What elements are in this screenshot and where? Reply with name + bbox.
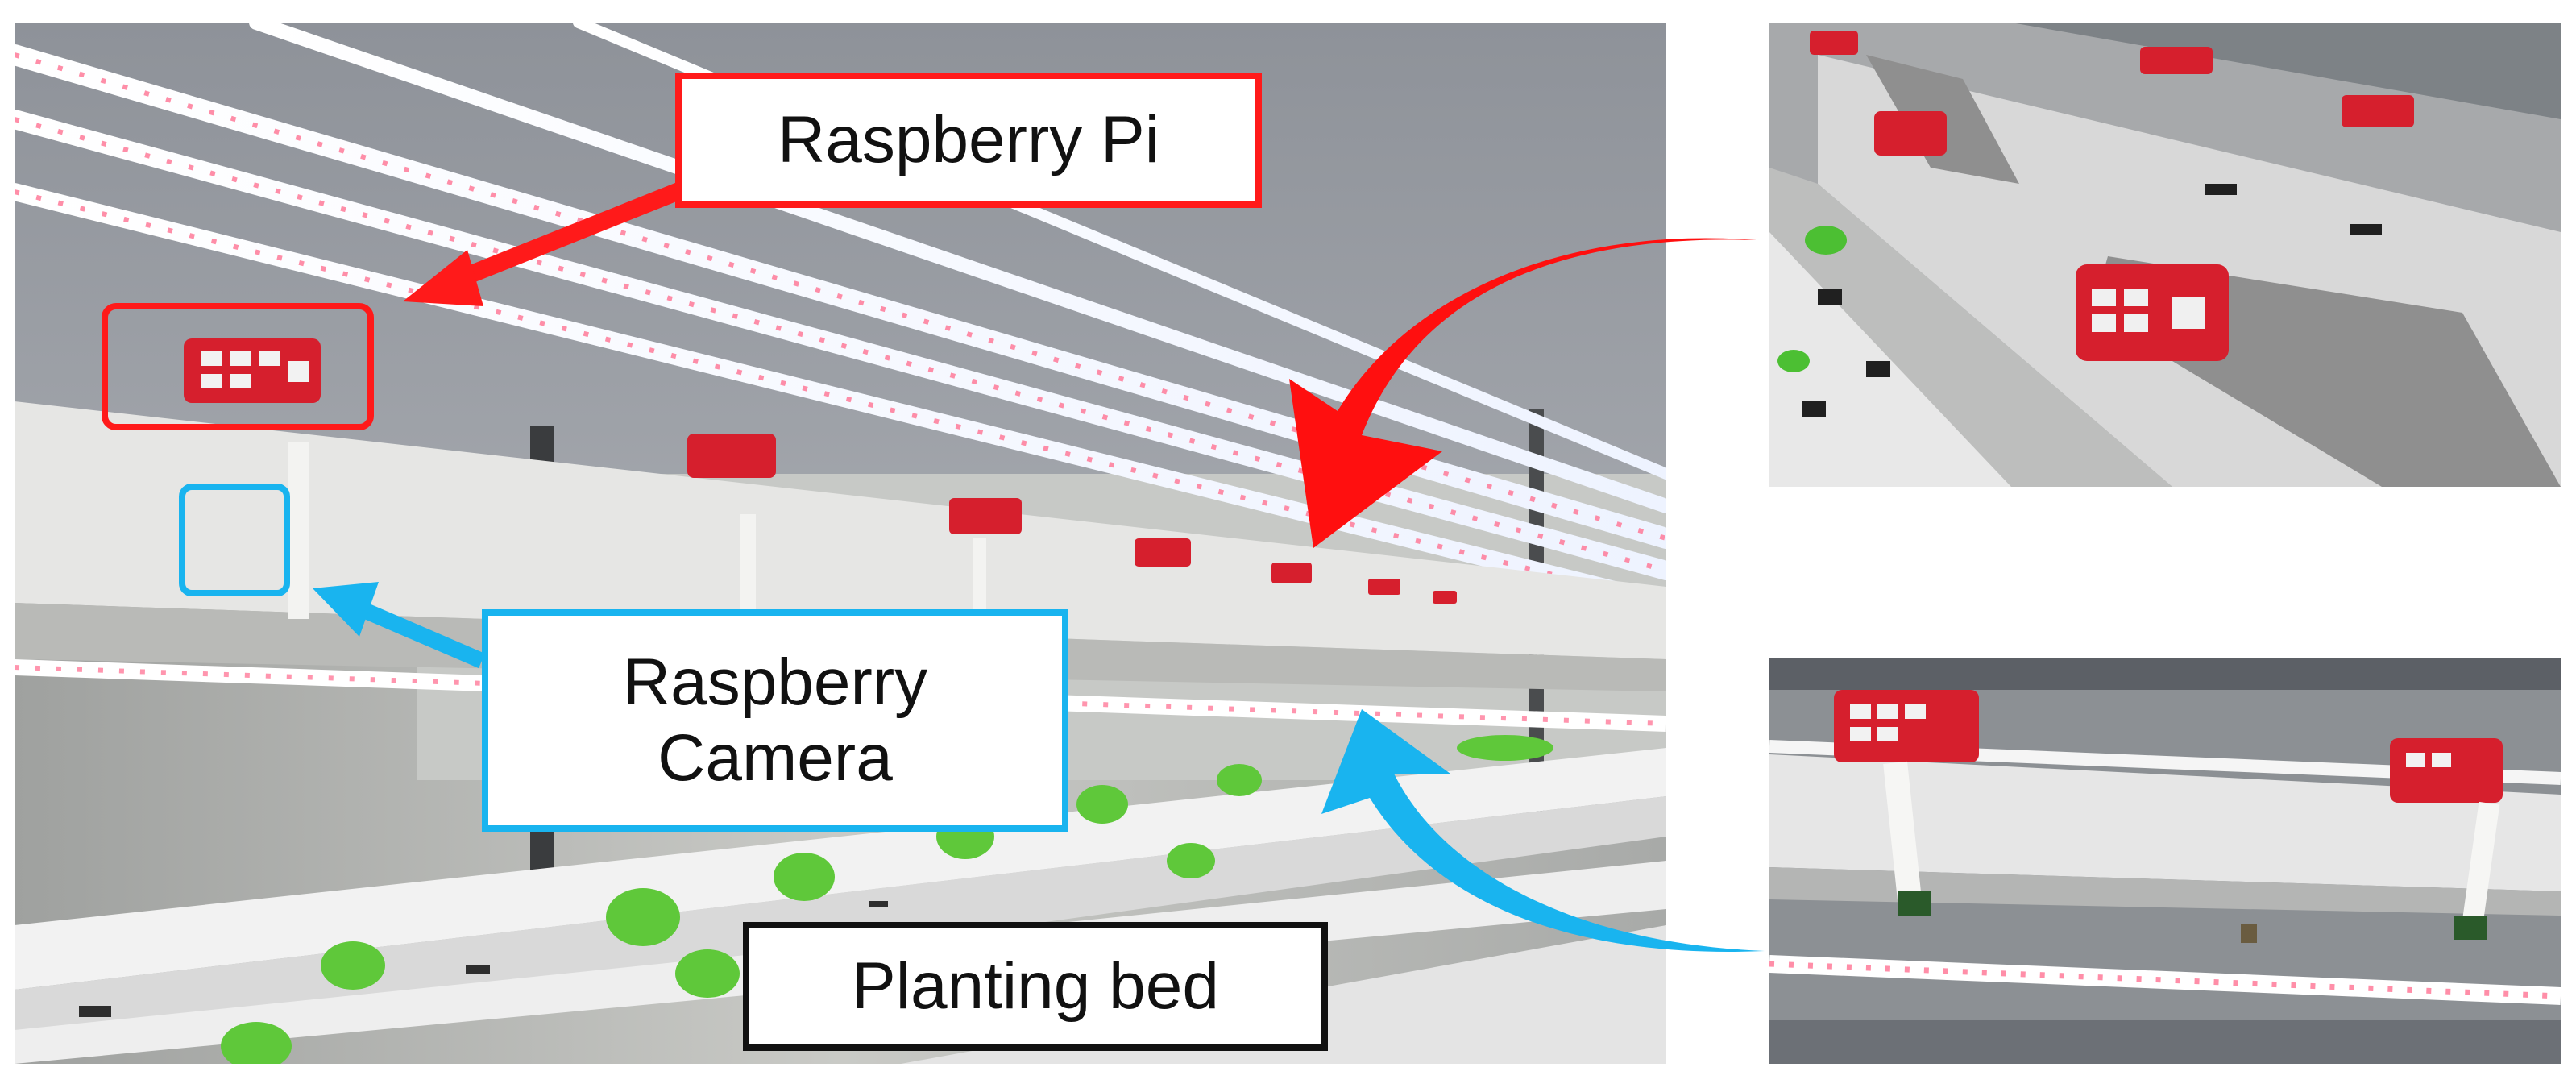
planting-bed-label-text: Planting bed	[852, 949, 1219, 1023]
camera-closeup-photo	[1769, 658, 2561, 1064]
pi-closeup-illustration	[1769, 23, 2561, 487]
raspberry-camera-label-line2: Camera	[657, 721, 893, 795]
camera-closeup-illustration	[1769, 658, 2561, 1064]
raspberry-pi-label-text: Raspberry Pi	[778, 102, 1159, 176]
raspberry-pi-label: Raspberry Pi	[675, 73, 1262, 208]
raspberry-camera-label-line1: Raspberry	[622, 645, 928, 719]
pi-closeup-photo	[1769, 23, 2561, 487]
planting-bed-label: Planting bed	[743, 922, 1328, 1051]
raspberry-camera-label: Raspberry Camera	[482, 609, 1068, 832]
